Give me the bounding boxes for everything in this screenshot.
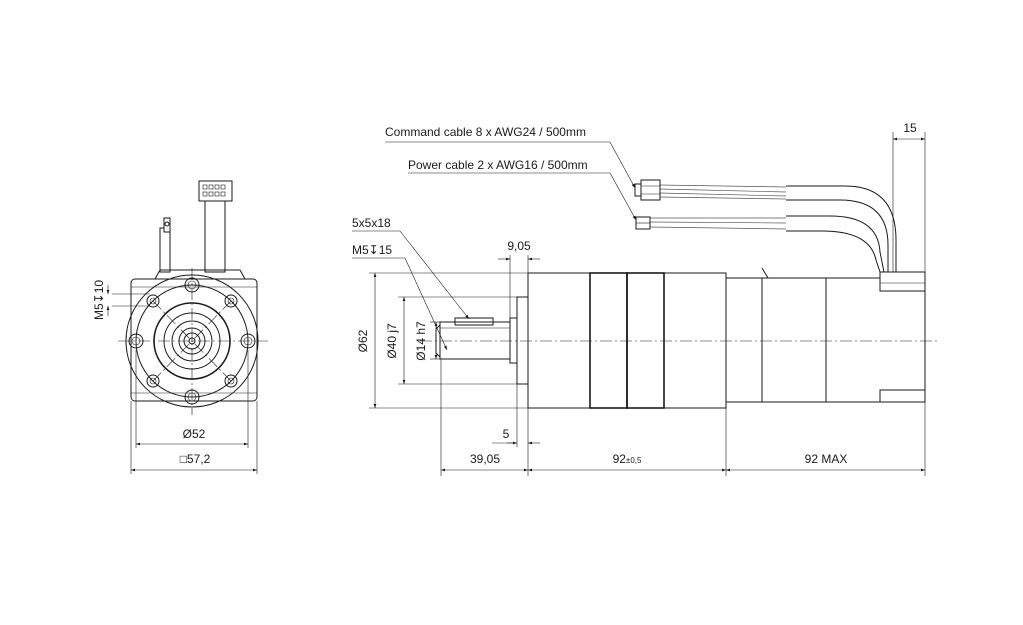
pcd-dimension: Ø52 <box>183 427 206 441</box>
d40-dimension: Ø40 j7 <box>385 323 399 359</box>
gearbox-length-tolerance: ±0,5 <box>626 456 642 465</box>
thread-front-label: M5↧15 <box>352 243 392 257</box>
gearbox-length-dimension: 92±0,5 <box>613 452 642 466</box>
side-view: Command cable 8 x AWG24 / 500mm Power ca… <box>352 121 938 476</box>
square-flange <box>130 278 258 402</box>
power-cable-label: Power cable 2 x AWG16 / 500mm <box>408 158 588 172</box>
d14-dimension: Ø14 h7 <box>414 321 428 361</box>
d62-dimension: Ø62 <box>356 329 370 352</box>
square-dimension: □57,2 <box>180 452 211 466</box>
shaft-length-dimension: 39,05 <box>470 452 500 466</box>
gearbox <box>527 272 727 409</box>
motor-body <box>725 267 926 403</box>
thread-side-label: M5↧10 <box>92 280 106 320</box>
key <box>454 317 494 326</box>
motor-length-dimension: 92 MAX <box>805 452 848 466</box>
output-shaft <box>435 296 529 385</box>
cable-stubs <box>154 180 246 280</box>
gearbox-length-value: 92 <box>613 452 627 466</box>
shoulder-dimension: 5 <box>503 427 510 441</box>
key-label: 5x5x18 <box>352 216 391 230</box>
cable-offset-dimension: 15 <box>903 121 917 135</box>
cables <box>634 179 897 273</box>
command-cable-label: Command cable 8 x AWG24 / 500mm <box>385 125 586 139</box>
flange-offset-dimension: 9,05 <box>507 239 531 253</box>
front-view: M5↧10 Ø52 □57,2 <box>92 180 268 474</box>
